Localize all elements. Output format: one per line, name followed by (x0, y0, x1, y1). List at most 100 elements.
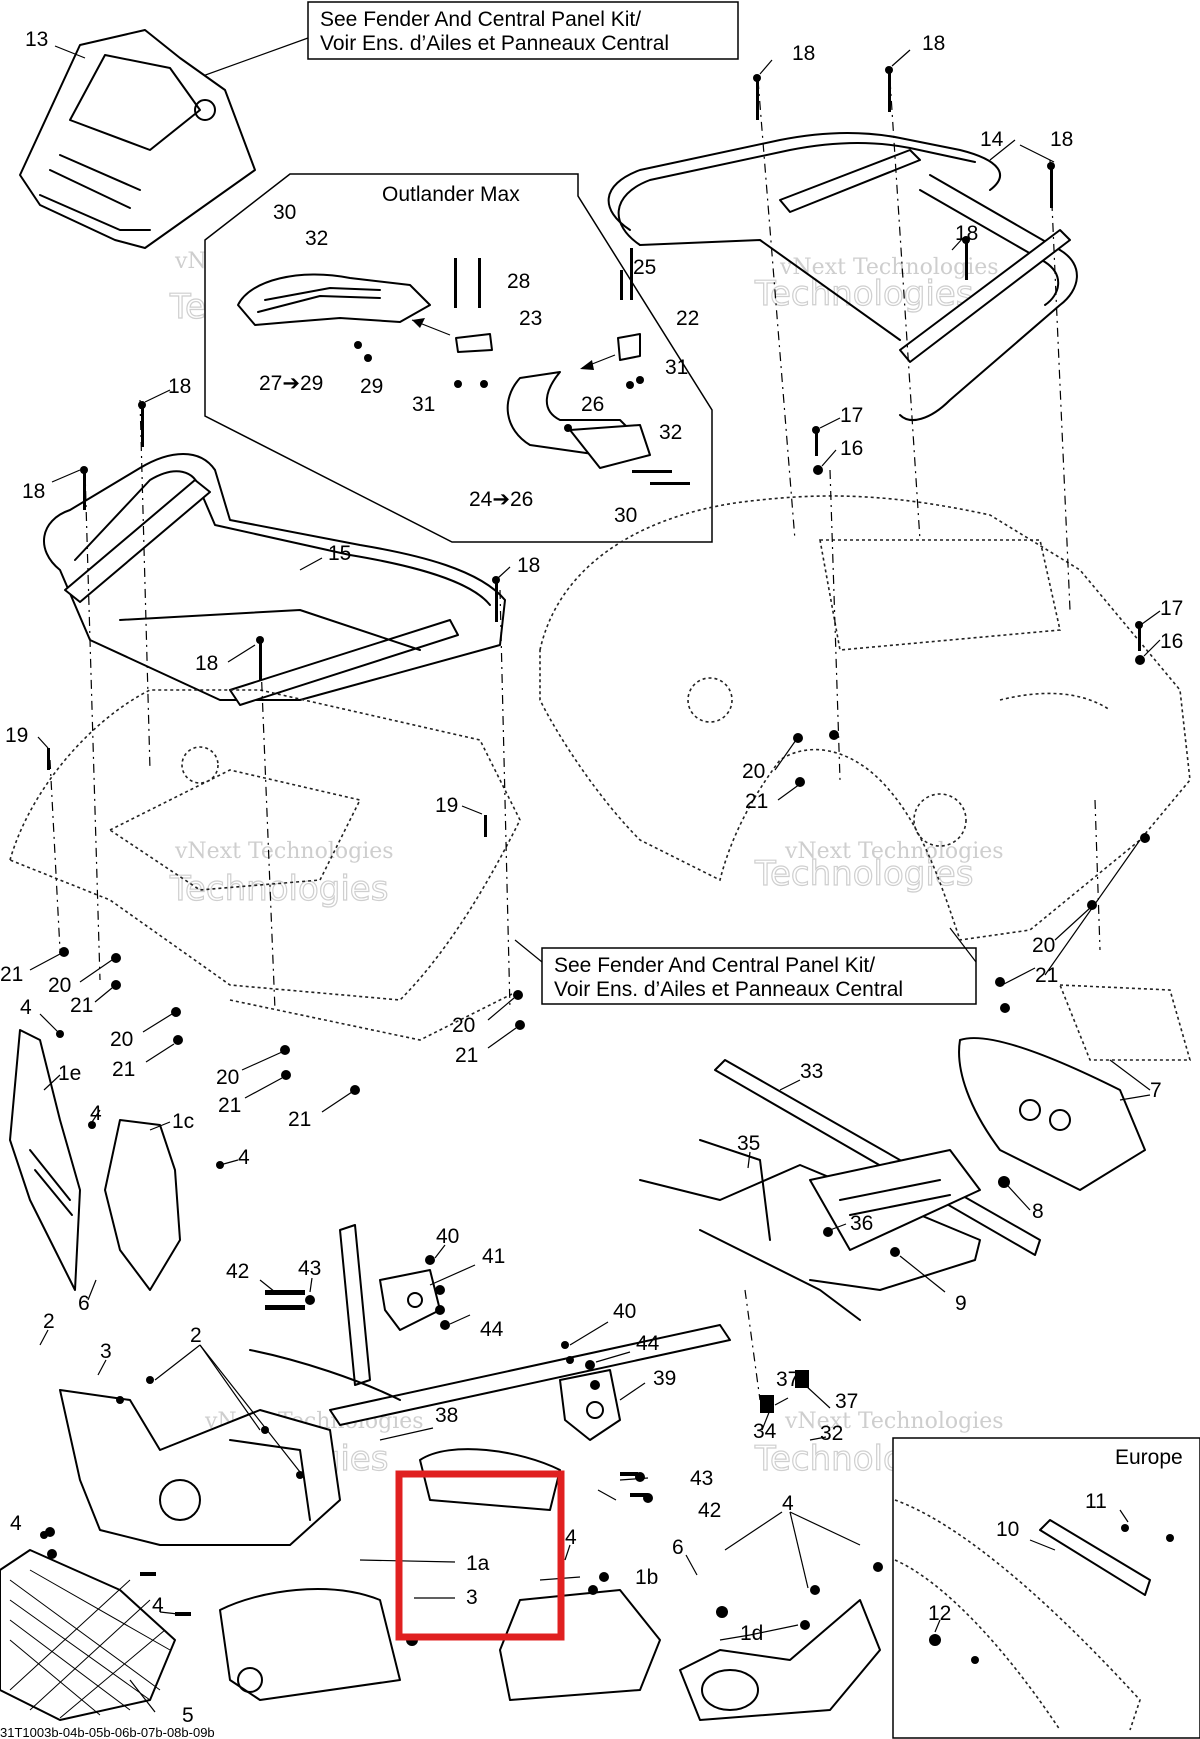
callout-43: 43 (690, 1467, 713, 1490)
note-line: Voir Ens. d’Ailes et Panneaux Central (320, 32, 669, 55)
callout-6: 6 (78, 1292, 90, 1315)
watermark-text: vNext Technologies (784, 839, 1004, 864)
callout-23: 23 (519, 307, 542, 330)
callout-6: 6 (672, 1536, 684, 1559)
part-1e-side-panel (9, 1029, 81, 1291)
callout-21: 21 (112, 1058, 135, 1081)
callout-18: 18 (22, 480, 45, 503)
callout-4: 4 (10, 1512, 22, 1535)
callout-16: 16 (1160, 630, 1183, 653)
highlight-box (395, 1470, 565, 1641)
callout-32: 32 (659, 421, 682, 444)
callout-34: 34 (753, 1420, 777, 1443)
part-38-bumper (249, 1224, 731, 1511)
callout-21: 21 (70, 994, 93, 1017)
callout-26: 26 (581, 393, 604, 416)
callout-1b: 1b (635, 1566, 658, 1589)
part-33-frame (639, 1059, 1041, 1321)
part-1c-side-panel (104, 1119, 181, 1291)
callout-25: 25 (633, 256, 656, 279)
callout-17: 17 (1160, 597, 1183, 620)
callout-1c: 1c (172, 1110, 194, 1133)
callout-8: 8 (1032, 1200, 1044, 1223)
callout-4: 4 (238, 1146, 250, 1169)
callout-1d: 1d (740, 1622, 763, 1645)
callout-32: 32 (820, 1422, 843, 1445)
callout-10: 10 (996, 1518, 1019, 1541)
callout-20: 20 (1032, 934, 1055, 957)
callout-36: 36 (850, 1212, 873, 1235)
callout-22: 22 (676, 307, 699, 330)
centerlines (49, 79, 1101, 1401)
callout-41: 41 (482, 1245, 505, 1268)
outlander-max-inset: Outlander Max (204, 173, 713, 543)
callout-9: 9 (955, 1292, 967, 1315)
part-39-bracket (559, 1369, 621, 1441)
part-14-rear-rack (607, 131, 1078, 421)
callout-37: 37 (835, 1390, 858, 1413)
callout-21: 21 (218, 1094, 241, 1117)
callout-2: 2 (43, 1310, 55, 1333)
part-41-bracket (379, 1269, 441, 1331)
watermark-text: Technologies (754, 274, 973, 314)
callout-18: 18 (955, 222, 978, 245)
part-1b-lower-panel (499, 1589, 661, 1701)
note-line: Voir Ens. d’Ailes et Panneaux Central (554, 978, 903, 1001)
front-fender-outline (9, 689, 521, 1041)
fasteners (40, 66, 1174, 1646)
callout-1a: 1a (466, 1552, 490, 1575)
note-fender-kit-mid: See Fender And Central Panel Kit/ Voir E… (514, 927, 977, 1005)
callout-18: 18 (517, 554, 540, 577)
watermark-text: vNext Technologies (779, 255, 999, 280)
callout-32: 32 (305, 227, 328, 250)
callout-20: 20 (742, 760, 765, 783)
watermark-text: vNext Technologies (784, 1409, 1004, 1434)
callout-18: 18 (922, 32, 945, 55)
callout-12: 12 (928, 1602, 951, 1625)
callout-30: 30 (273, 201, 296, 224)
callout-14: 14 (980, 128, 1004, 151)
callout-4: 4 (152, 1594, 164, 1617)
callout-5: 5 (182, 1704, 194, 1727)
callout-42: 42 (698, 1499, 721, 1522)
watermark-text: vNext Technologies (174, 839, 394, 864)
watermark-text: Technologies (169, 869, 388, 909)
callout-40: 40 (613, 1300, 636, 1323)
watermark-text: Technologies (754, 854, 973, 894)
callout-21: 21 (745, 790, 768, 813)
callout-18: 18 (195, 652, 218, 675)
callout-21: 21 (0, 963, 23, 986)
callout-43: 43 (298, 1257, 321, 1280)
leader-lines (29, 45, 1161, 1713)
callout-42: 42 (226, 1260, 249, 1283)
callout-44: 44 (480, 1318, 504, 1341)
callout-40: 40 (436, 1225, 459, 1248)
inset-title: Europe (1115, 1446, 1183, 1469)
part-5-grille (0, 1549, 176, 1721)
callout-2: 2 (190, 1324, 202, 1347)
rear-fender-outline (539, 495, 1191, 941)
callout-37: 37 (776, 1368, 799, 1391)
callout-18: 18 (1050, 128, 1073, 151)
part-7-headlight (958, 984, 1192, 1191)
callout-4: 4 (90, 1102, 102, 1125)
callout-30: 30 (614, 504, 637, 527)
callout-19: 19 (435, 794, 458, 817)
callout-44: 44 (636, 1332, 660, 1355)
callout-3: 3 (466, 1586, 478, 1609)
callout-13: 13 (25, 28, 48, 51)
callout-24-26: 24➔26 (469, 488, 533, 511)
callout-18: 18 (168, 375, 191, 398)
callout-20: 20 (48, 974, 71, 997)
callout-33: 33 (800, 1060, 823, 1083)
callout-28: 28 (507, 270, 530, 293)
callout-19: 19 (5, 724, 28, 747)
callout-31: 31 (665, 356, 688, 379)
callout-4: 4 (565, 1526, 577, 1549)
note-fender-kit-top: See Fender And Central Panel Kit/ Voir E… (149, 1, 739, 96)
part-2-front-fascia (59, 1389, 341, 1546)
part-15-front-rack (43, 453, 506, 706)
callout-35: 35 (737, 1132, 760, 1155)
